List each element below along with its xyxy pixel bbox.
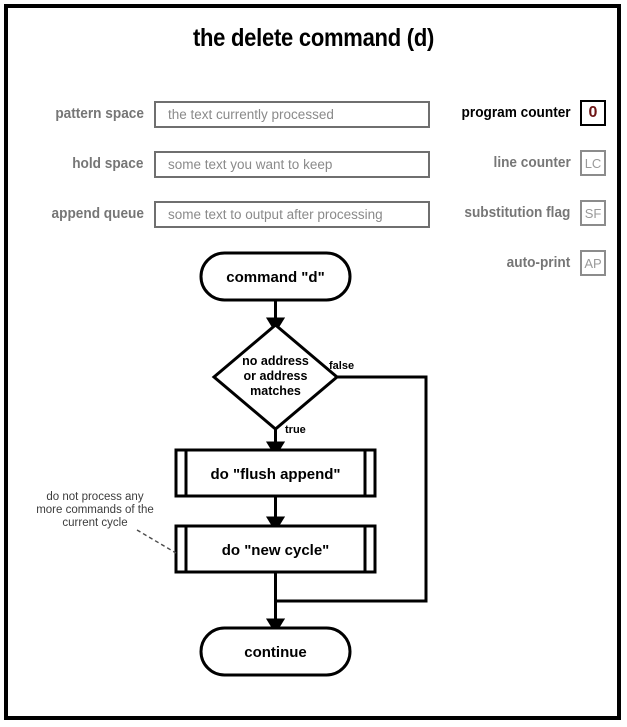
flow-node-start[interactable]: command "d" bbox=[199, 251, 352, 302]
edge-false-branch bbox=[275, 375, 428, 603]
edge-label-true: true bbox=[285, 424, 306, 436]
flow-node-flush-append-label: do "flush append" bbox=[210, 466, 340, 483]
line-counter-label: line counter bbox=[493, 155, 571, 171]
status-row-auto-print: auto-print AP bbox=[286, 250, 606, 276]
status-row-substitution-flag: substitution flag SF bbox=[286, 200, 606, 226]
status-row-line-counter: line counter LC bbox=[286, 150, 606, 176]
flow-node-continue-label: continue bbox=[244, 644, 307, 661]
status-row-program-counter: program counter 0 bbox=[286, 100, 606, 126]
flow-node-new-cycle[interactable]: do "new cycle" bbox=[174, 524, 377, 574]
flow-node-decision-line1: no address bbox=[242, 354, 309, 368]
pattern-space-label: pattern space bbox=[55, 106, 144, 122]
flow-node-new-cycle-label: do "new cycle" bbox=[222, 542, 330, 559]
append-queue-input[interactable] bbox=[154, 200, 430, 228]
flow-node-decision[interactable]: no address or address matches bbox=[211, 323, 340, 431]
flow-node-flush-append[interactable]: do "flush append" bbox=[174, 448, 377, 498]
page-title: the delete command (d) bbox=[192, 24, 435, 52]
annotation-line2: more commands of the bbox=[36, 504, 154, 516]
line-counter-box[interactable]: LC bbox=[580, 150, 606, 176]
substitution-flag-box[interactable]: SF bbox=[580, 200, 606, 226]
annotation-leader-line bbox=[136, 529, 177, 554]
flow-node-start-label: command "d" bbox=[226, 269, 324, 286]
annotation-line3: current cycle bbox=[62, 517, 127, 529]
auto-print-label: auto-print bbox=[507, 255, 571, 271]
flow-node-decision-line3: matches bbox=[250, 384, 301, 398]
hold-space-label: hold space bbox=[72, 156, 144, 172]
flow-node-continue[interactable]: continue bbox=[199, 626, 352, 677]
substitution-flag-label: substitution flag bbox=[464, 205, 571, 221]
annotation-line1: do not process any bbox=[46, 491, 143, 503]
pattern-space-input[interactable] bbox=[154, 100, 430, 128]
program-counter-box[interactable]: 0 bbox=[580, 100, 606, 126]
annotation-new-cycle: do not process any more commands of the … bbox=[36, 491, 177, 554]
append-queue-label: append queue bbox=[51, 206, 144, 222]
register-row-hold-space: hold space bbox=[20, 150, 430, 178]
flow-node-decision-line2: or address bbox=[244, 369, 308, 383]
register-row-pattern-space: pattern space bbox=[20, 100, 430, 128]
hold-space-input[interactable] bbox=[154, 150, 430, 178]
auto-print-box[interactable]: AP bbox=[580, 250, 606, 276]
edge-label-false: false bbox=[329, 360, 354, 372]
program-counter-label: program counter bbox=[461, 105, 571, 121]
register-row-append-queue: append queue bbox=[20, 200, 430, 228]
